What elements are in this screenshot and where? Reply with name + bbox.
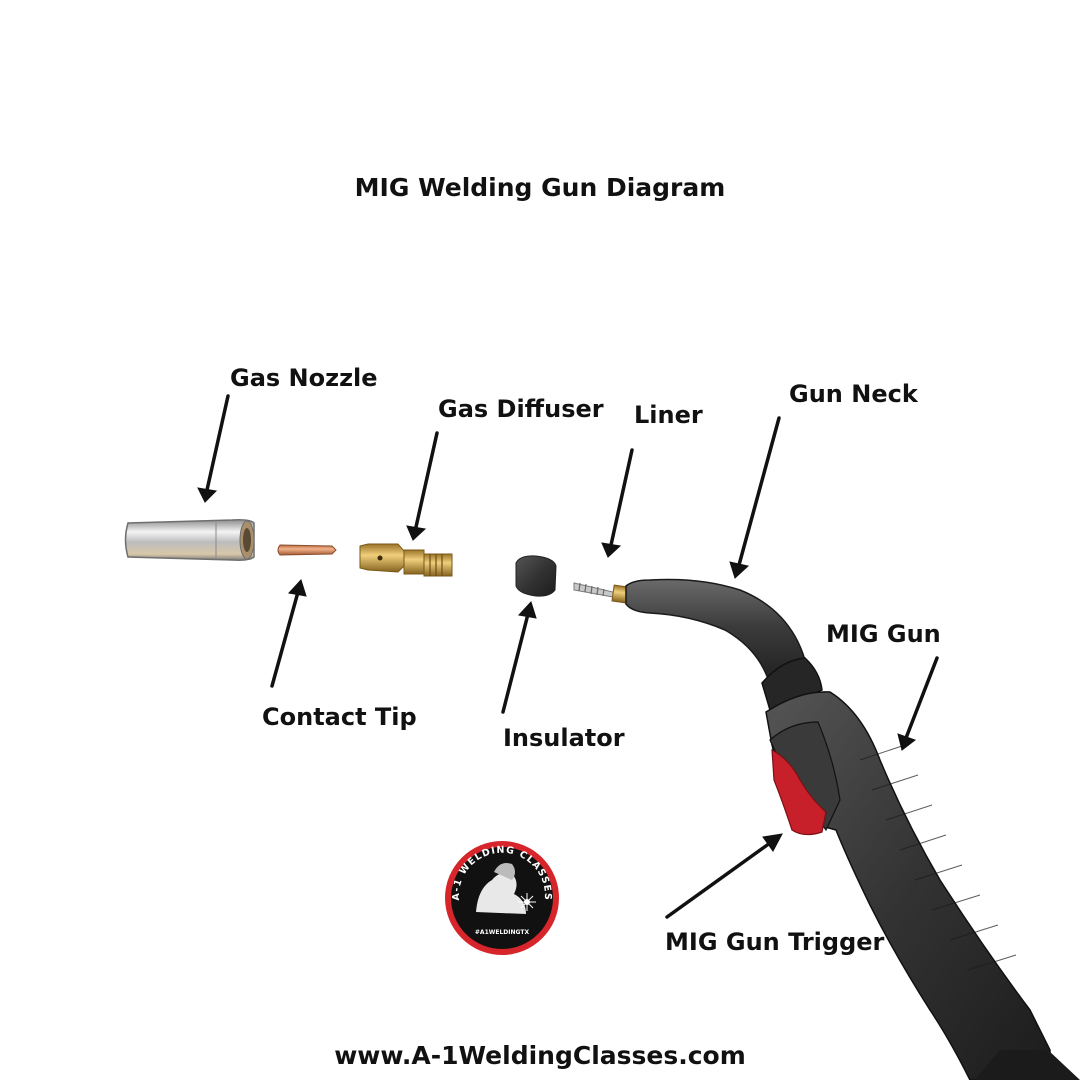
insulator: [515, 555, 557, 597]
label-liner: Liner: [634, 401, 703, 429]
pointer-arrows: [197, 394, 939, 919]
label-gas-diffuser: Gas Diffuser: [438, 395, 604, 423]
label-insulator: Insulator: [503, 724, 625, 752]
label-gun-neck: Gun Neck: [789, 380, 918, 408]
website-link[interactable]: www.A-1WeldingClasses.com: [334, 1041, 746, 1070]
gas-nozzle: [124, 519, 255, 561]
label-mig-gun-trigger: MIG Gun Trigger: [665, 928, 885, 956]
contact-tip: [277, 544, 337, 556]
label-mig-gun: MIG Gun: [826, 620, 941, 648]
diagram-title: MIG Welding Gun Diagram: [354, 173, 726, 202]
gas-diffuser: [359, 543, 453, 577]
logo-badge: A-1 WELDING CLASSES: [445, 841, 559, 955]
label-gas-nozzle: Gas Nozzle: [230, 364, 378, 392]
trigger-shape: [771, 748, 827, 836]
label-contact-tip: Contact Tip: [262, 703, 417, 731]
mig-gun-assembly: [573, 578, 1080, 1080]
logo-tag: #A1WELDINGTX: [474, 929, 530, 936]
